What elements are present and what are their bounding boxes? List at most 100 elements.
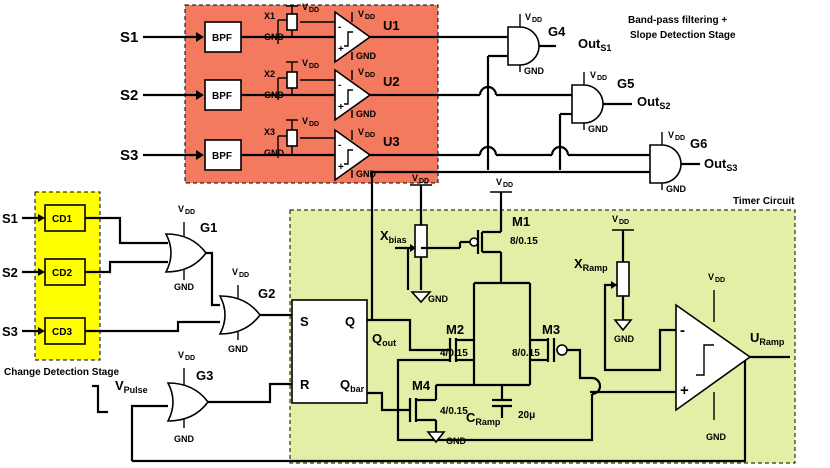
sr-qbar-label: Qbar — [340, 377, 365, 394]
input-label-s1: S1 — [120, 29, 138, 46]
gnd-label-x2: GND — [264, 90, 285, 100]
feedback-wire — [132, 360, 747, 463]
gnd-label-u2: GND — [356, 109, 377, 119]
potentiometer-x3 — [286, 129, 298, 147]
svg-text:CD1: CD1 — [52, 214, 72, 225]
svg-text:CD2: CD2 — [52, 268, 72, 279]
svg-text:DD: DD — [419, 178, 429, 185]
timer-title: Timer Circuit — [733, 196, 795, 207]
svg-text:V: V — [358, 127, 364, 137]
bpf-label-3: BPF — [212, 151, 232, 162]
gnd-label-x1: GND — [264, 32, 285, 42]
svg-text:DD: DD — [675, 135, 685, 142]
svg-text:V: V — [302, 116, 308, 126]
gate-label-g4: G4 — [548, 24, 566, 39]
bpf-block-3 — [204, 139, 242, 171]
svg-text:DD: DD — [239, 272, 249, 279]
cd-input-label-s2: S2 — [2, 265, 18, 280]
svg-text:DD: DD — [503, 182, 513, 189]
svg-text:V: V — [358, 9, 364, 19]
q-out-label: Qout — [372, 331, 396, 348]
svg-text:V: V — [496, 177, 502, 187]
transistor-label-m4: M4 — [412, 378, 431, 393]
svg-text:8/0.15: 8/0.15 — [512, 348, 540, 359]
potentiometer-x-bias — [414, 224, 428, 258]
gate-label-g1: G1 — [200, 220, 217, 235]
output-label-s1: OutS1 — [578, 36, 611, 53]
change-detection-title: Change Detection Stage — [4, 367, 119, 378]
svg-text:GND: GND — [588, 124, 609, 134]
input-label-s3: S3 — [120, 147, 138, 164]
svg-text:+: + — [338, 102, 344, 113]
comparator-label-u1: U1 — [383, 18, 400, 33]
svg-text:GND: GND — [614, 334, 635, 344]
svg-text:4/0.15: 4/0.15 — [440, 348, 468, 359]
svg-text:GND: GND — [174, 282, 195, 292]
svg-text:DD: DD — [309, 63, 319, 70]
svg-text:GND: GND — [428, 294, 449, 304]
pot-label-x2: X2 — [264, 69, 275, 79]
svg-text:V: V — [525, 12, 531, 22]
svg-text:V: V — [668, 130, 674, 140]
bpf-label-2: BPF — [212, 91, 232, 102]
gnd-symbol-ramp — [613, 319, 633, 332]
pot-label-x1: X1 — [264, 11, 275, 21]
cd-input-label-s1: S1 — [2, 211, 18, 226]
gnd-symbol-bias — [410, 291, 432, 304]
svg-text:DD: DD — [532, 17, 542, 24]
svg-text:DD: DD — [185, 355, 195, 362]
svg-text:V: V — [178, 204, 184, 214]
svg-text:Q: Q — [345, 314, 355, 329]
x-ramp-label: XRamp — [574, 256, 608, 273]
c-ramp-label: CRamp — [466, 410, 501, 427]
opamp-ramp-comparator — [675, 303, 752, 412]
svg-text:+: + — [680, 382, 689, 399]
v-pulse-wire — [130, 404, 168, 461]
svg-text:V: V — [590, 70, 596, 80]
potentiometer-x2 — [286, 71, 298, 89]
potentiometer-x-ramp — [616, 261, 630, 297]
gnd-label-u1: GND — [356, 51, 377, 61]
svg-text:V: V — [232, 267, 238, 277]
transistor-label-m3: M3 — [542, 322, 560, 337]
svg-text:-: - — [338, 80, 341, 91]
potentiometer-x1 — [286, 13, 298, 31]
svg-text:GND: GND — [446, 436, 467, 446]
output-label-s3: OutS3 — [704, 156, 737, 173]
svg-text:DD: DD — [597, 75, 607, 82]
svg-text:R: R — [300, 377, 310, 392]
svg-text:DD: DD — [309, 7, 319, 14]
v-pulse-label: VPulse — [115, 378, 148, 395]
svg-text:GND: GND — [228, 344, 249, 354]
transistor-label-m2: M2 — [446, 322, 464, 337]
svg-text:V: V — [178, 350, 184, 360]
svg-text:DD: DD — [309, 121, 319, 128]
svg-text:S: S — [300, 314, 309, 329]
svg-text:GND: GND — [706, 432, 727, 442]
gate-label-g5: G5 — [617, 76, 634, 91]
svg-text:V: V — [302, 58, 308, 68]
gnd-symbol-m4 — [426, 431, 446, 444]
svg-text:DD: DD — [715, 277, 725, 284]
comparator-u3 — [334, 128, 372, 182]
gate-label-g2: G2 — [258, 286, 275, 301]
transistor-label-m1: M1 — [512, 214, 530, 229]
gate-label-g3: G3 — [196, 368, 213, 383]
u-ramp-label: URamp — [750, 330, 785, 347]
svg-text:GND: GND — [524, 66, 545, 76]
comparator-u2 — [334, 68, 372, 122]
comparator-label-u3: U3 — [383, 134, 400, 149]
x-bias-label: Xbias — [380, 228, 407, 245]
comparator-label-u2: U2 — [383, 74, 400, 89]
bpf-block-2 — [204, 79, 242, 111]
svg-text:DD: DD — [185, 209, 195, 216]
gnd-label-u3: GND — [356, 169, 377, 179]
